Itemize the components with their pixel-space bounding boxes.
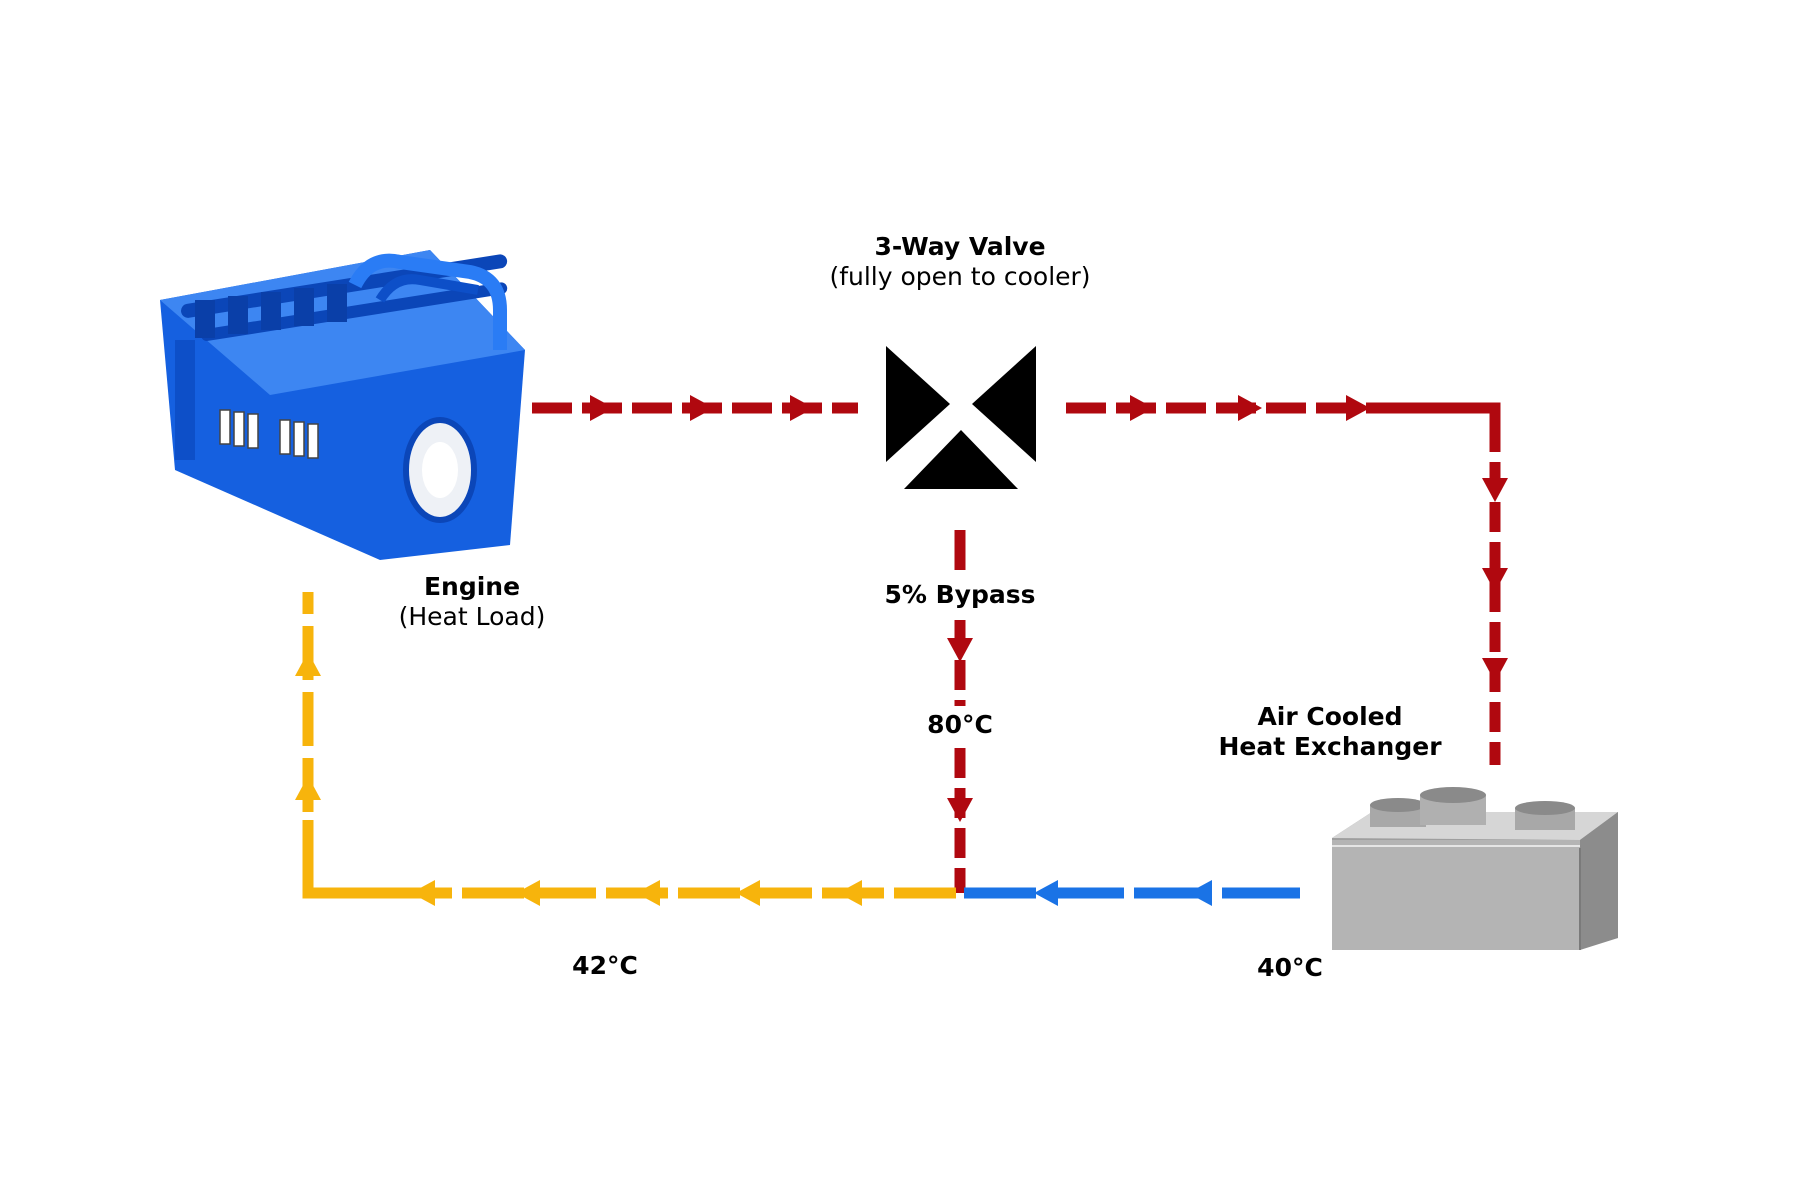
cooler-title-line2: Heat Exchanger bbox=[1218, 732, 1442, 761]
bypass-label: 5% Bypass bbox=[884, 580, 1036, 609]
mixed-pipe-elbow bbox=[302, 820, 404, 899]
fan-icon bbox=[1420, 787, 1486, 825]
engine-subtitle: (Heat Load) bbox=[398, 602, 546, 631]
flow-arrow-icon bbox=[636, 880, 660, 906]
flow-arrow-icon bbox=[1188, 880, 1212, 906]
flow-arrow-icon bbox=[1034, 880, 1058, 906]
flow-arrow-icon bbox=[295, 652, 321, 676]
valve-title: 3-Way Valve bbox=[874, 232, 1046, 261]
flow-arrow-icon bbox=[1346, 395, 1370, 421]
flow-arrow-icon bbox=[1482, 658, 1508, 682]
flow-arrow-icon bbox=[947, 638, 973, 662]
flow-arrow-icon bbox=[736, 880, 760, 906]
air-cooled-heat-exchanger-icon bbox=[1332, 787, 1618, 950]
cooler-outlet-temperature: 40°C bbox=[1257, 953, 1323, 982]
valve-subtitle: (fully open to cooler) bbox=[829, 262, 1091, 291]
flow-arrow-icon bbox=[411, 880, 435, 906]
fan-icon bbox=[1515, 801, 1575, 830]
flow-arrow-icon bbox=[1238, 395, 1262, 421]
hot-pipe-elbow bbox=[1372, 402, 1501, 452]
flow-arrow-icon bbox=[690, 395, 714, 421]
flow-arrow-icon bbox=[590, 395, 614, 421]
flow-arrow-icon bbox=[1482, 478, 1508, 502]
bypass-temperature: 80°C bbox=[927, 710, 993, 739]
flow-arrow-icon bbox=[947, 798, 973, 822]
flow-arrow-icon bbox=[1482, 568, 1508, 592]
valve-label: 3-Way Valve (fully open to cooler) bbox=[780, 232, 1140, 292]
three-way-valve-icon bbox=[886, 346, 1036, 489]
return-temperature: 42°C bbox=[572, 951, 638, 980]
engine-title: Engine bbox=[423, 572, 521, 601]
cooler-label: Air Cooled Heat Exchanger bbox=[1180, 702, 1480, 762]
flow-arrow-icon bbox=[838, 880, 862, 906]
engine-label: Engine (Heat Load) bbox=[372, 572, 572, 632]
flow-arrow-icon bbox=[295, 776, 321, 800]
cooler-title-line1: Air Cooled bbox=[1257, 702, 1403, 731]
pipe-network bbox=[295, 395, 1508, 906]
fan-icon bbox=[1370, 798, 1426, 827]
engine-icon bbox=[160, 250, 525, 560]
flow-arrow-icon bbox=[1130, 395, 1154, 421]
flow-arrow-icon bbox=[516, 880, 540, 906]
flow-arrow-icon bbox=[790, 395, 814, 421]
